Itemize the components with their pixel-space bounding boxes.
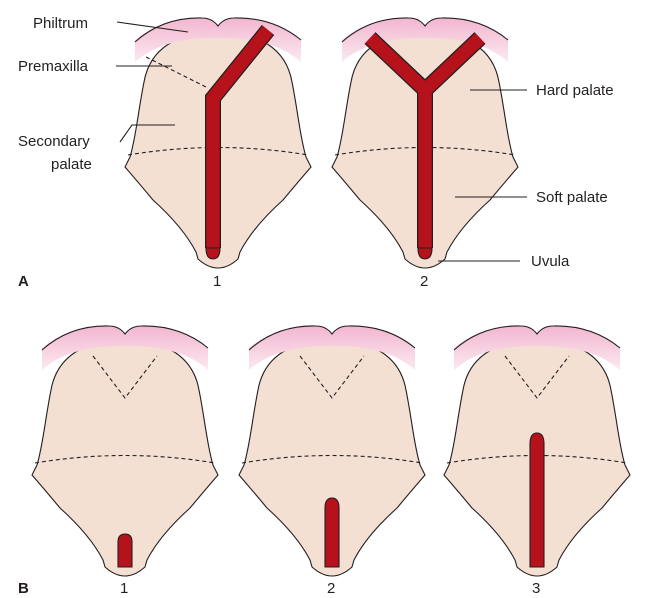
panel-b-figure-1 bbox=[32, 326, 218, 576]
label-secondary-palate-line2: palate bbox=[51, 156, 92, 173]
panel-b-number-2: 2 bbox=[327, 580, 335, 597]
cleft-secondary-palate bbox=[530, 433, 544, 567]
label-secondary-palate-line1: Secondary bbox=[18, 133, 90, 150]
panel-letter-b: B bbox=[18, 580, 29, 597]
panel-b-figure-2 bbox=[239, 326, 425, 576]
label-premaxilla: Premaxilla bbox=[18, 58, 89, 75]
label-hard-palate: Hard palate bbox=[536, 82, 614, 99]
panel-b-number-1: 1 bbox=[120, 580, 128, 597]
panel-a-number-1: 1 bbox=[213, 273, 221, 290]
label-uvula: Uvula bbox=[531, 253, 570, 270]
panel-a-number-2: 2 bbox=[420, 273, 428, 290]
label-soft-palate: Soft palate bbox=[536, 189, 608, 206]
panel-a-figure-1 bbox=[125, 18, 311, 268]
panel-b-figure-3 bbox=[444, 326, 630, 576]
label-philtrum: Philtrum bbox=[33, 15, 88, 32]
cleft-uvula bbox=[118, 534, 132, 567]
panel-a-figure-2 bbox=[332, 18, 518, 268]
panel-letter-a: A bbox=[18, 273, 29, 290]
cleft-soft-palate bbox=[325, 498, 339, 567]
panel-b-number-3: 3 bbox=[532, 580, 540, 597]
